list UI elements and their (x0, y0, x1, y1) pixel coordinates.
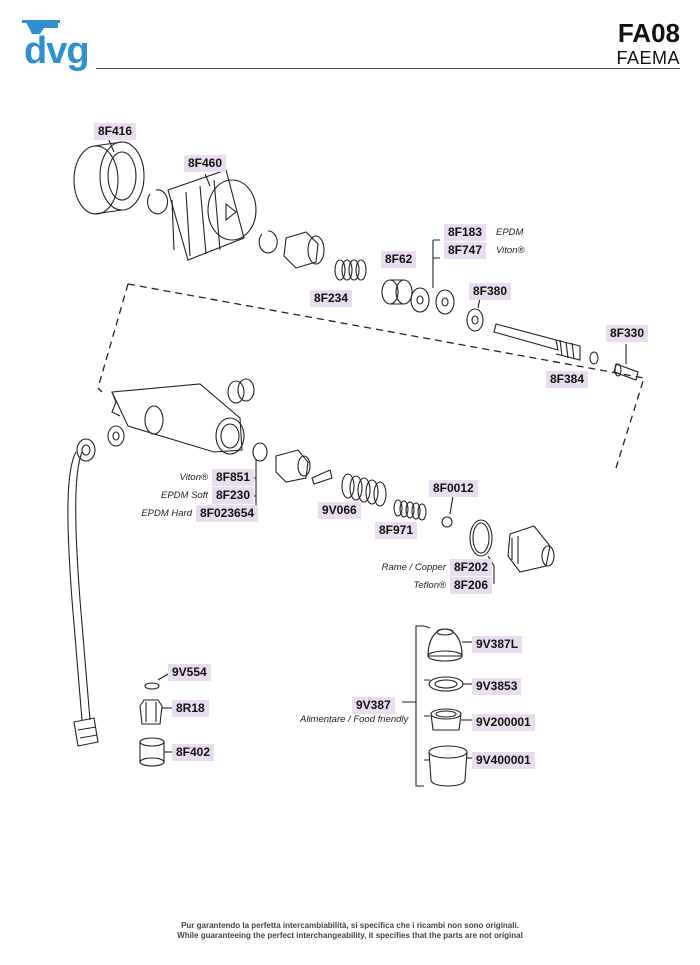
small-washer-part (589, 351, 599, 365)
outlet-fitting-part (507, 525, 555, 573)
bushing-part (381, 279, 413, 305)
left-fitting-part (76, 438, 96, 462)
part-label-9V387: 9V387 (352, 697, 395, 714)
pipe-nut-part (73, 717, 99, 747)
nozzle-cap-part (427, 628, 463, 662)
header-rule (96, 68, 680, 69)
gasket-ring-part (469, 519, 493, 557)
knob-part (167, 169, 257, 261)
dvg-logo-icon (22, 20, 60, 34)
part-label-9V200001: 9V200001 (472, 714, 535, 731)
part-label-9V400001: 9V400001 (472, 752, 535, 769)
logo-text: dvg (24, 30, 90, 72)
part-label-8F460: 8F460 (184, 155, 227, 172)
assembly-dashed-outline (97, 283, 645, 469)
note-8F851: Viton® (179, 472, 208, 483)
group-bracket (402, 625, 424, 787)
left-washer-part (107, 425, 125, 447)
brand-name: FAEMA (616, 48, 680, 68)
part-label-8F402: 8F402 (172, 744, 215, 761)
part-label-8F023654: 8F023654 (196, 505, 259, 522)
part-label-8R18: 8R18 (172, 700, 209, 717)
part-label-8F416: 8F416 (94, 123, 137, 140)
cone-part (311, 469, 333, 485)
rubber-ring-part (428, 676, 464, 692)
disclaimer-line-1: Pur garantendo la perfetta intercambiabi… (181, 921, 519, 930)
ball-part (441, 516, 453, 528)
part-label-8F380: 8F380 (469, 283, 512, 300)
part-label-8F183: 8F183 (444, 224, 487, 241)
note-8F747: Viton® (496, 245, 525, 256)
ring-nut-part (73, 141, 145, 215)
valve-stem-part (493, 323, 581, 361)
small-oring-part (144, 682, 160, 690)
hex-nut-part (283, 231, 325, 269)
note-8F202: Rame / Copper (381, 562, 446, 573)
part-label-8F234: 8F234 (310, 290, 353, 307)
part-label-9V554: 9V554 (168, 664, 211, 681)
part-label-8F747: 8F747 (444, 242, 487, 259)
ferrule-part (139, 699, 163, 725)
oring-part-a (227, 380, 245, 404)
disclaimer-line-2: While guaranteeing the perfect interchan… (177, 931, 523, 940)
part-label-9V066: 9V066 (318, 502, 361, 519)
part-label-8F206: 8F206 (450, 577, 493, 594)
mid-nut-part (275, 449, 311, 483)
part-label-9V387L: 9V387L (472, 636, 523, 653)
washer-part-b (435, 289, 455, 315)
part-label-8F230: 8F230 (212, 487, 255, 504)
spring-part-8F971 (393, 499, 427, 521)
part-label-8F62: 8F62 (381, 251, 417, 268)
cup-part (428, 745, 468, 787)
second-circlip-part (258, 230, 278, 254)
pin-part (613, 363, 639, 381)
aerator-insert-part (430, 708, 462, 731)
sleeve-part (139, 737, 165, 767)
note-8F230: EPDM Soft (161, 490, 208, 501)
oring-part-b (237, 378, 255, 402)
model-code: FA08 (617, 18, 680, 48)
note-8F023654: EPDM Hard (141, 508, 192, 519)
part-label-8F330: 8F330 (606, 325, 649, 342)
mid-gasket-part (252, 442, 268, 462)
part-label-8F202: 8F202 (450, 559, 493, 576)
part-label-8F851: 8F851 (212, 469, 255, 486)
note-8F206: Teflon® (413, 580, 446, 591)
washer-part-a (410, 287, 430, 313)
valve-body-part (111, 383, 245, 455)
note-8F183: EPDM (496, 227, 524, 238)
part-label-8F0012: 8F0012 (429, 480, 478, 497)
part-label-9V3853: 9V3853 (472, 678, 522, 695)
note-9V387: Alimentare / Food friendly (300, 714, 409, 725)
washer-part-8F380 (466, 308, 484, 332)
part-label-8F384: 8F384 (546, 371, 589, 388)
spring-part-8F234 (334, 259, 367, 281)
circlip-part (147, 189, 169, 215)
steam-pipe-part (67, 451, 91, 721)
part-label-8F971: 8F971 (375, 522, 418, 539)
spring-part-9V066 (341, 473, 387, 507)
